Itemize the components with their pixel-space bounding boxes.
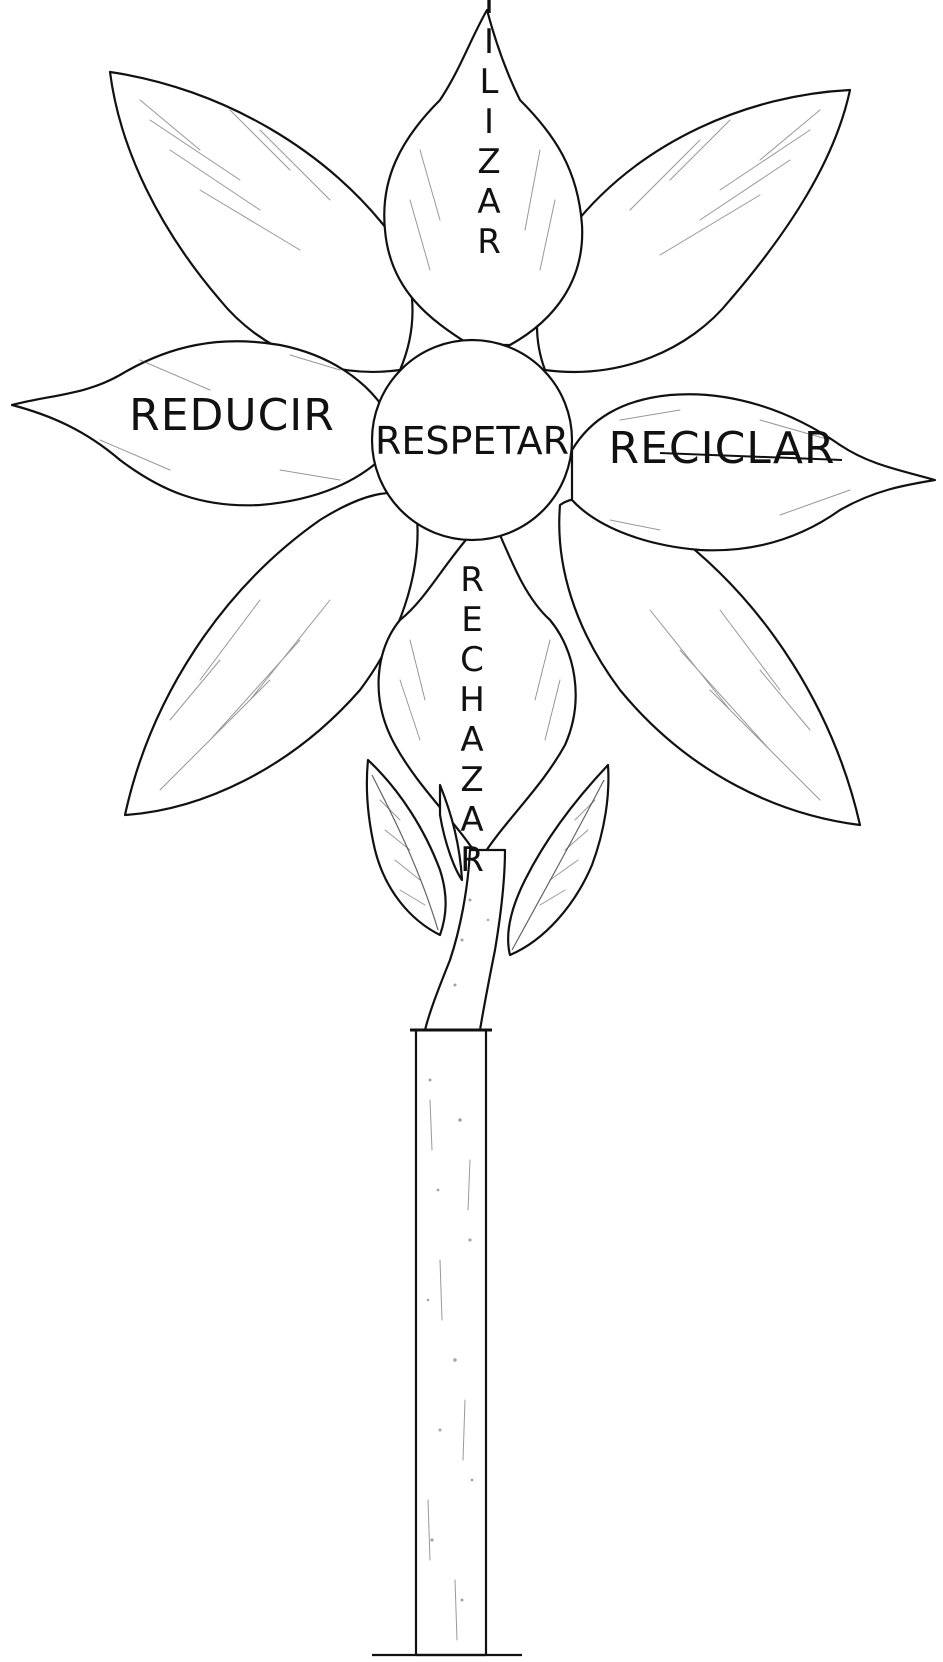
wooden-post [372,1030,522,1655]
petal-word-right: RECICLAR [609,423,836,474]
petal-word-top: REUTILIZAR [469,0,509,262]
center-word: RESPETAR [375,419,569,463]
petal-upper-left [110,72,413,372]
petal-word-bottom: RECHAZAR [452,560,492,880]
petal-word-left: REDUCIR [129,390,335,441]
petal-upper-right [537,90,850,372]
